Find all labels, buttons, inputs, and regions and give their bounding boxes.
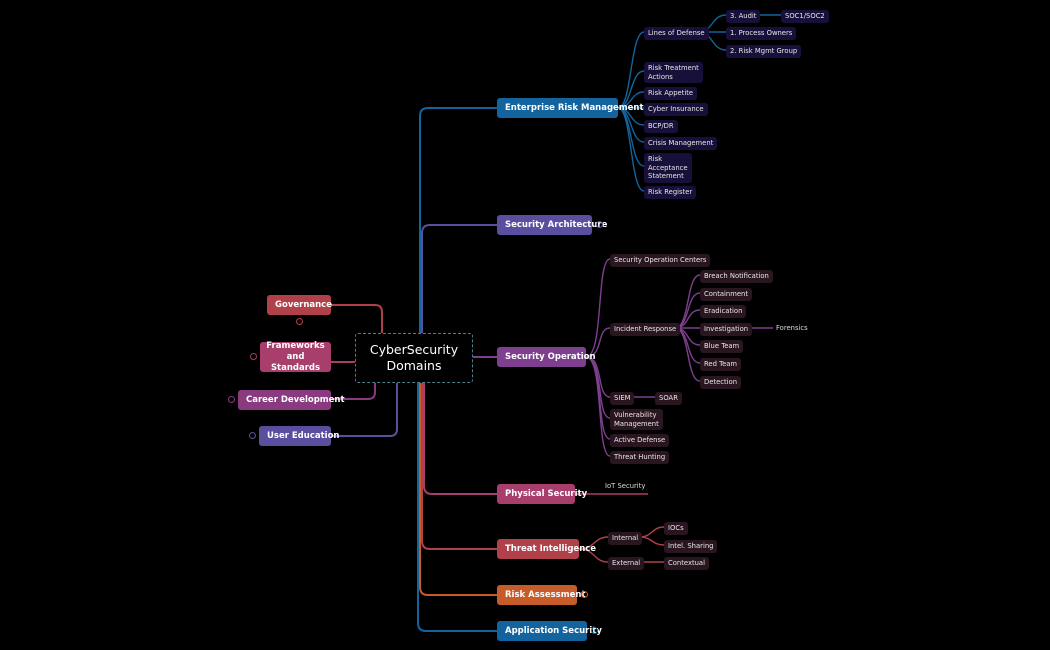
topic-risk-assessment[interactable]: Risk Assessment — [497, 585, 585, 605]
subtopic-bcp-dr[interactable]: BCP/DR — [644, 120, 678, 133]
subtopic-iot-security[interactable]: IoT Security — [605, 482, 646, 490]
subtopic-forensics[interactable]: Forensics — [776, 324, 808, 332]
subtopic-iocs[interactable]: IOCs — [664, 522, 688, 535]
subtopic-soc-centers[interactable]: Security Operation Centers — [610, 254, 711, 267]
topic-security-architecture[interactable]: Security Architecture — [497, 215, 607, 235]
subtopic-blue-team[interactable]: Blue Team — [700, 340, 744, 353]
subtopic-soar[interactable]: SOAR — [655, 392, 682, 405]
topic-physical-security[interactable]: Physical Security — [497, 484, 587, 504]
subtopic-crisis-management[interactable]: Crisis Management — [644, 137, 718, 150]
topic-user-education[interactable]: User Education — [259, 426, 339, 446]
subtopic-containment[interactable]: Containment — [700, 288, 753, 301]
topic-security-operation[interactable]: Security Operation — [497, 347, 596, 367]
topic-career-development[interactable]: Career Development — [238, 390, 345, 410]
subtopic-audit[interactable]: 3. Audit — [726, 10, 761, 23]
subtopic-lines-of-defense[interactable]: Lines of Defense — [644, 27, 709, 40]
subtopic-active-defense[interactable]: Active Defense — [610, 434, 670, 447]
subtopic-vulnerability-management[interactable]: Vulnerability Management — [610, 409, 663, 430]
expand-risk-assessment-icon[interactable] — [581, 591, 588, 598]
subtopic-incident-response[interactable]: Incident Response — [610, 323, 681, 336]
subtopic-red-team[interactable]: Red Team — [700, 358, 742, 371]
topic-enterprise-risk-management[interactable]: Enterprise Risk Management — [497, 98, 644, 118]
subtopic-eradication[interactable]: Eradication — [700, 305, 747, 318]
expand-career-icon[interactable] — [228, 396, 235, 403]
subtopic-siem[interactable]: SIEM — [610, 392, 635, 405]
subtopic-risk-mgmt-group[interactable]: 2. Risk Mgmt Group — [726, 45, 802, 58]
subtopic-external[interactable]: External — [608, 557, 645, 570]
subtopic-internal[interactable]: Internal — [608, 532, 643, 545]
subtopic-contextual[interactable]: Contextual — [664, 557, 709, 570]
topic-threat-intelligence[interactable]: Threat Intelligence — [497, 539, 596, 559]
subtopic-intel-sharing[interactable]: Intel. Sharing — [664, 540, 718, 553]
subtopic-cyber-insurance[interactable]: Cyber Insurance — [644, 103, 708, 116]
root-topic[interactable]: CyberSecurity Domains — [355, 333, 473, 383]
topic-governance[interactable]: Governance — [267, 295, 332, 315]
expand-user-education-icon[interactable] — [249, 432, 256, 439]
subtopic-process-owners[interactable]: 1. Process Owners — [726, 27, 797, 40]
topic-application-security[interactable]: Application Security — [497, 621, 602, 641]
subtopic-risk-appetite[interactable]: Risk Appetite — [644, 87, 698, 100]
expand-architecture-icon[interactable] — [596, 221, 603, 228]
subtopic-risk-treatment[interactable]: Risk Treatment Actions — [644, 62, 703, 83]
subtopic-threat-hunting[interactable]: Threat Hunting — [610, 451, 670, 464]
subtopic-investigation[interactable]: Investigation — [700, 323, 753, 336]
subtopic-breach-notification[interactable]: Breach Notification — [700, 270, 773, 283]
subtopic-soc[interactable]: SOC1/SOC2 — [781, 10, 829, 23]
subtopic-risk-acceptance[interactable]: Risk Acceptance Statement — [644, 153, 692, 183]
subtopic-detection[interactable]: Detection — [700, 376, 742, 389]
expand-frameworks-icon[interactable] — [250, 353, 257, 360]
expand-governance-icon[interactable] — [296, 318, 303, 325]
topic-frameworks-standards[interactable]: Frameworks and Standards — [260, 341, 331, 373]
expand-appsec-icon[interactable] — [591, 627, 598, 634]
subtopic-risk-register[interactable]: Risk Register — [644, 186, 697, 199]
